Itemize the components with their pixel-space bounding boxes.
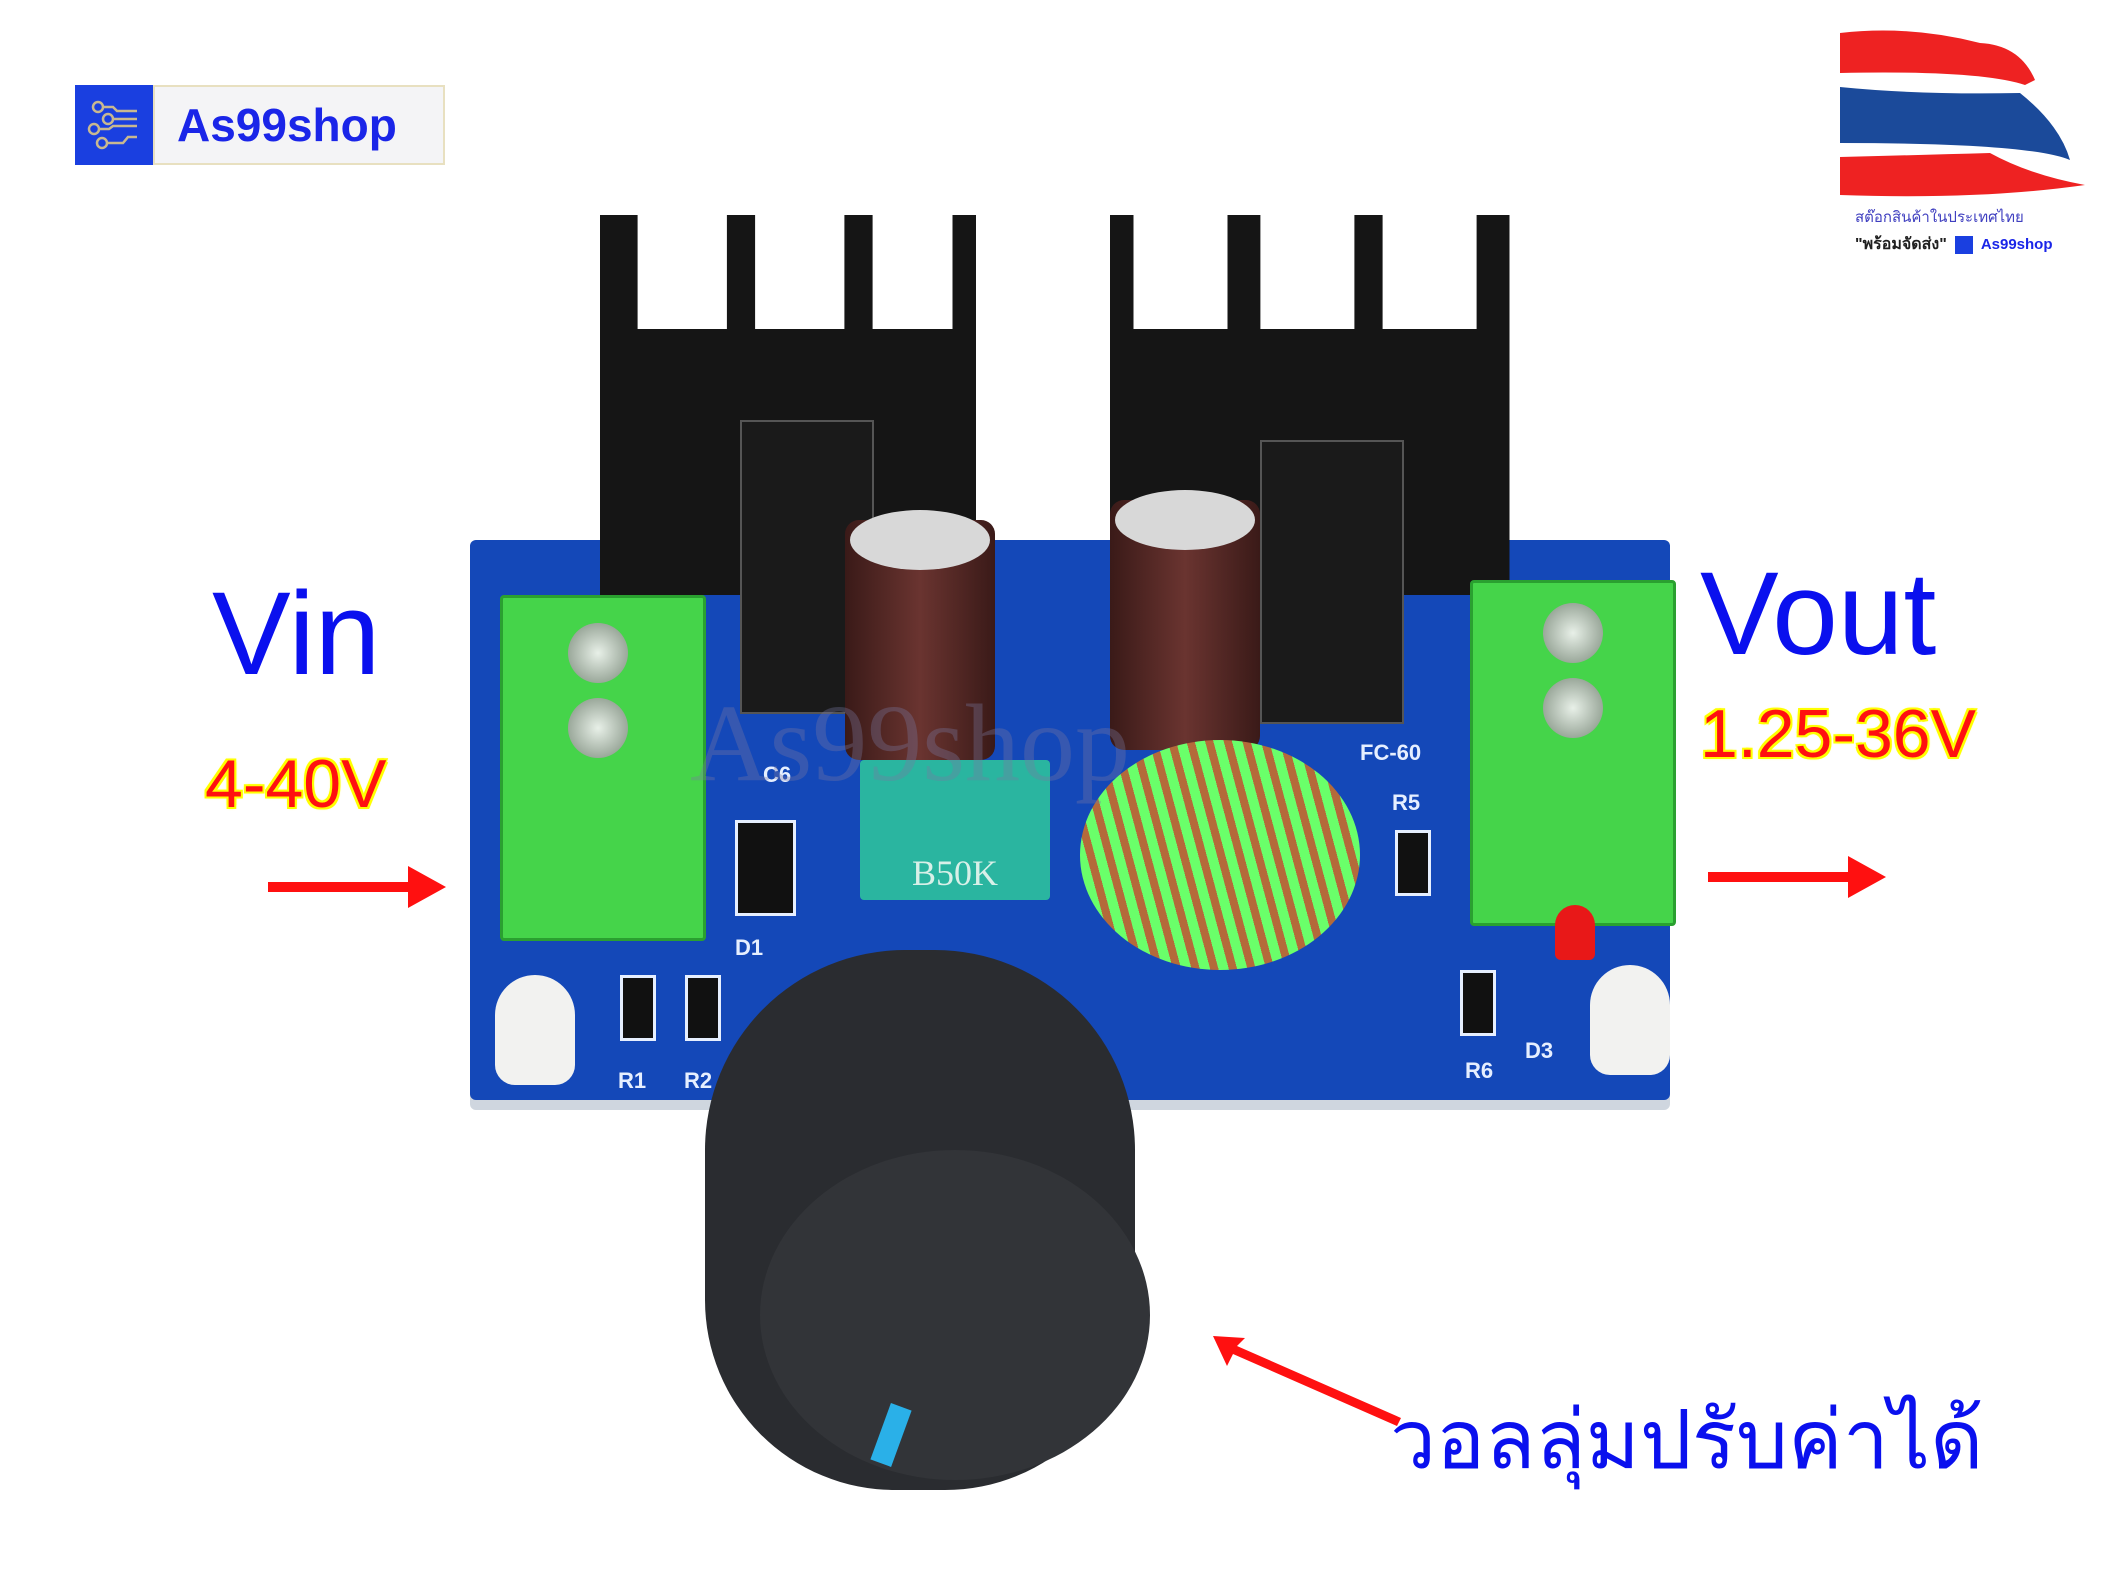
thai-flag-icon bbox=[1830, 25, 2090, 255]
brand-name: As99shop bbox=[153, 85, 445, 165]
capacitor-right bbox=[1110, 490, 1260, 750]
screw-icon bbox=[1543, 603, 1603, 663]
circuit-traces-icon bbox=[75, 85, 153, 165]
ready-to-ship-text: "พร้อมจัดส่ง" bbox=[1855, 236, 1947, 253]
flag-caption-stock: สต๊อกสินค้าในประเทศไทย bbox=[1855, 209, 2024, 226]
screw-icon bbox=[568, 698, 628, 758]
standoff-left bbox=[495, 975, 575, 1085]
mini-brand-icon bbox=[1954, 235, 1973, 254]
regulator-chip-right bbox=[1260, 440, 1404, 724]
smd-resistor-r2 bbox=[685, 975, 721, 1041]
silk-r5: R5 bbox=[1392, 790, 1421, 815]
screw-icon bbox=[1543, 678, 1603, 738]
power-led bbox=[1555, 905, 1595, 960]
silk-d3: D3 bbox=[1525, 1038, 1554, 1063]
right-arrow-icon bbox=[268, 862, 448, 912]
diode-d1 bbox=[735, 820, 796, 916]
output-terminal-block bbox=[1470, 580, 1676, 926]
knob-face bbox=[760, 1150, 1150, 1480]
silk-c6: C6 bbox=[763, 762, 792, 787]
smd-resistor-r6 bbox=[1460, 970, 1496, 1036]
vout-title: Vout bbox=[1700, 548, 1937, 680]
smd-resistor-r5 bbox=[1395, 830, 1431, 896]
standoff-right bbox=[1590, 965, 1670, 1075]
vin-title: Vin bbox=[212, 568, 381, 700]
silk-board-marking: FC-60 bbox=[1360, 740, 1422, 765]
mini-brand-name: As99shop bbox=[1980, 236, 2053, 253]
silk-d1: D1 bbox=[735, 935, 764, 960]
silk-r1: R1 bbox=[618, 1068, 647, 1093]
brand-logo: As99shop bbox=[75, 85, 445, 165]
silk-r6: R6 bbox=[1465, 1058, 1494, 1083]
knob-callout-text: วอลลุ่มปรับค่าได้ bbox=[1390, 1395, 1984, 1486]
smd-resistor-r1 bbox=[620, 975, 656, 1041]
watermark: As99shop bbox=[690, 682, 1131, 804]
potentiometer: B50K bbox=[860, 760, 1050, 900]
vin-range: 4-40V bbox=[205, 746, 387, 822]
silk-r2: R2 bbox=[684, 1068, 713, 1093]
up-left-arrow-icon bbox=[1205, 1330, 1405, 1430]
input-terminal-block bbox=[500, 595, 706, 941]
toroid-inductor bbox=[1080, 740, 1360, 970]
right-arrow-icon bbox=[1708, 852, 1888, 902]
flag-caption-ready: "พร้อมจัดส่ง" As99shop bbox=[1855, 232, 2053, 257]
screw-icon bbox=[568, 623, 628, 683]
capacitor-left bbox=[845, 510, 995, 760]
vout-range: 1.25-36V bbox=[1700, 696, 1976, 772]
